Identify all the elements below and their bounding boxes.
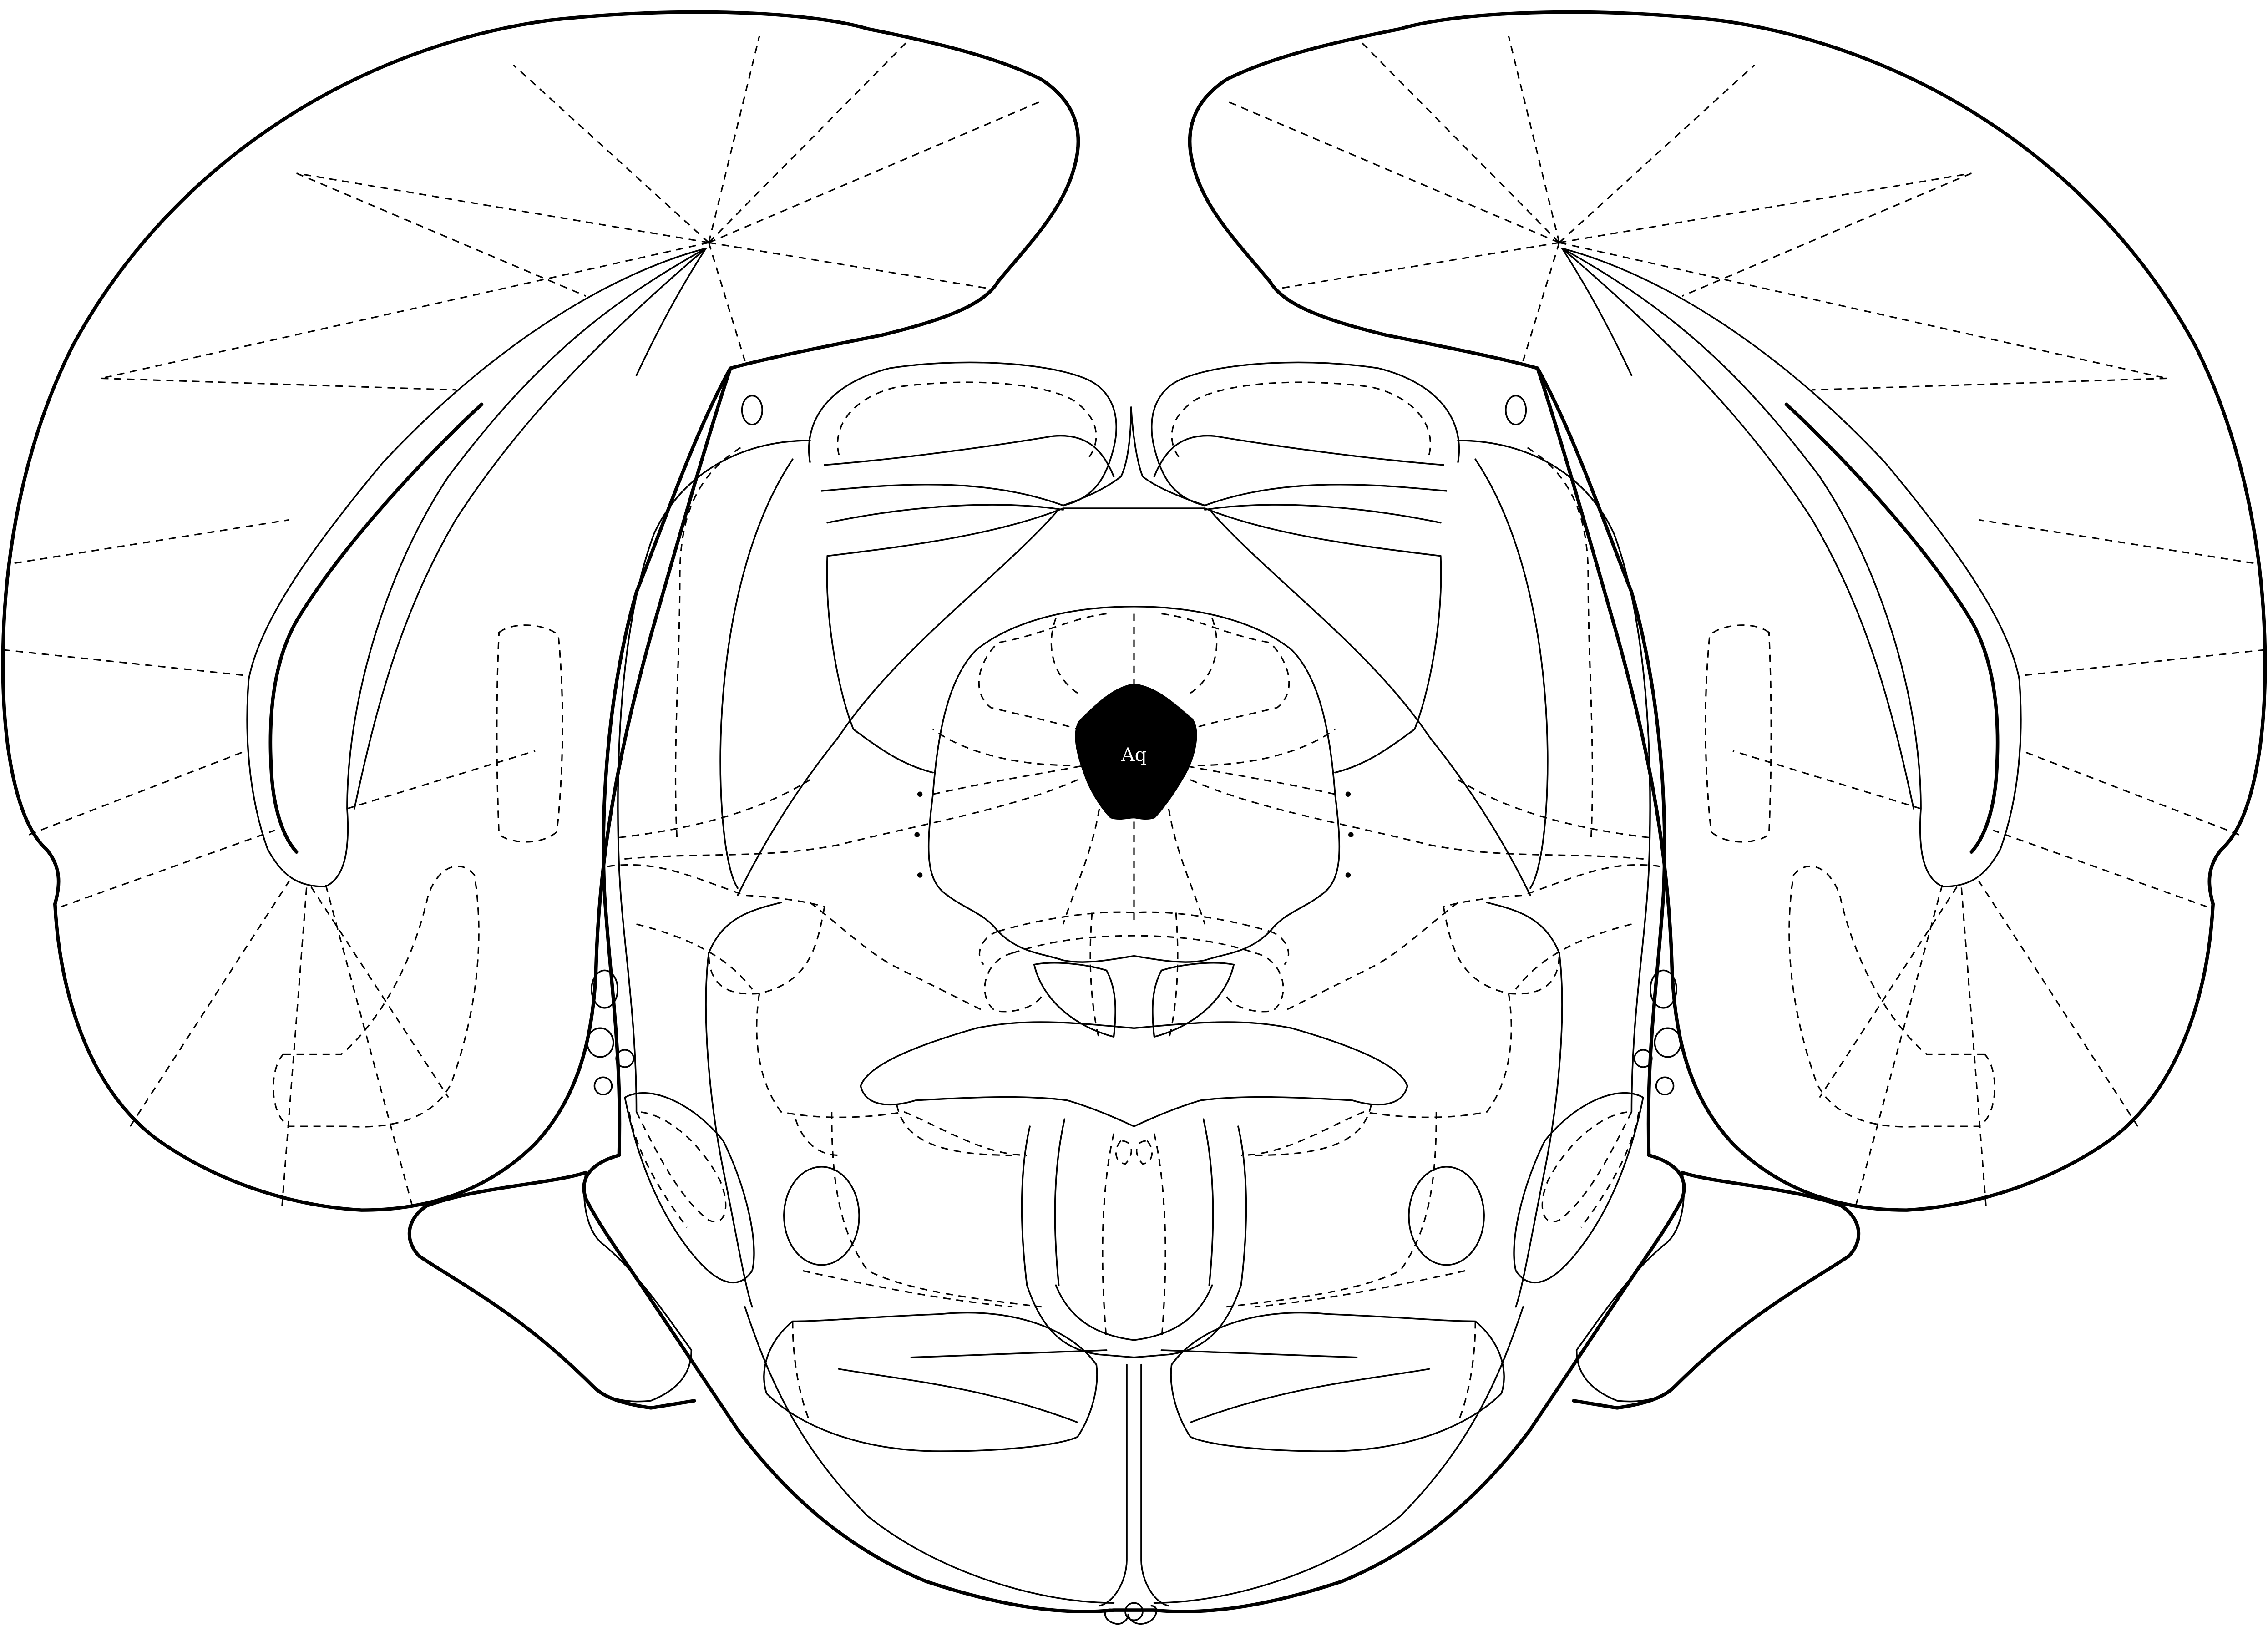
- right-dashed-region-1: [1706, 625, 1771, 842]
- right-fiber-tract-2: [1562, 248, 1632, 375]
- transverse-band: [861, 1022, 1407, 1126]
- right-pag-dash-2: [1190, 780, 1646, 860]
- left-lateral-column: [603, 368, 730, 1155]
- right-tectum-layers: [1205, 485, 1447, 556]
- right-lateral-oval-2: [1655, 1028, 1681, 1057]
- left-tectum-layers: [821, 485, 1063, 556]
- left-ventral-projection: [410, 1173, 694, 1408]
- pag-dot-right-2: [1348, 832, 1353, 837]
- pag-dot-left-1: [917, 792, 922, 797]
- right-tectum-diagonal: [1212, 512, 1530, 895]
- right-ventral-lobe-dash: [1256, 1271, 1475, 1422]
- pag-dot-left-2: [914, 832, 919, 837]
- left-lateral-dashed-band: [608, 780, 825, 1228]
- left-dashed-region-2: [273, 866, 479, 1127]
- left-lower-dashed-2: [757, 993, 1027, 1155]
- left-tectum-lobe-inner: [825, 436, 1114, 477]
- left-lateral-column-inner: [618, 441, 810, 1112]
- central-tract-inner: [1055, 1119, 1213, 1340]
- left-tectum-diagonal: [738, 512, 1056, 895]
- left-fiber-tract-2: [637, 248, 706, 375]
- transverse-band-dash: [795, 1104, 1371, 1155]
- left-ventral-lobe-dash: [793, 1271, 1012, 1422]
- right-lateral-lobe-outline: [1514, 1093, 1643, 1283]
- tectum-top-notch: [1063, 407, 1205, 506]
- aqueduct-label: Aq: [1121, 744, 1147, 765]
- right-lower-dashed-4: [1285, 902, 1458, 1011]
- left-radial-lines: [3, 36, 1041, 1206]
- left-ventral-lobe-inner: [839, 1350, 1107, 1423]
- left-pag-dash: [979, 614, 1106, 729]
- right-lower-structure-1: [1487, 902, 1562, 1307]
- left-fiber-tract-1: [354, 248, 706, 809]
- right-lateral-column-dash: [1528, 448, 1593, 838]
- right-cortex-outline: [1190, 12, 2265, 1210]
- left-tectum-lower: [827, 556, 933, 773]
- pag-dot-right-1: [1346, 792, 1351, 797]
- right-lateral-dot-2: [1656, 1077, 1673, 1094]
- right-lateral-column-line: [1475, 459, 1548, 888]
- right-dashed-region-2: [1789, 866, 1995, 1127]
- left-cortex-outline: [3, 12, 1078, 1210]
- right-lower-oval: [1409, 1167, 1484, 1265]
- brainstem-outline: [584, 1155, 1684, 1612]
- left-inner-cortex-boundary: [247, 248, 706, 887]
- right-hemisphere: [1152, 12, 2265, 1603]
- right-tectum-lobe: [1152, 362, 1459, 505]
- right-lateral-dashed-band: [1443, 780, 1660, 1228]
- right-ventral-projection: [1574, 1173, 1858, 1408]
- left-pag-dash-3: [933, 729, 1070, 765]
- pag-dot-right-3: [1346, 872, 1351, 877]
- right-tectum-lobe-inner: [1154, 436, 1444, 477]
- lower-midline-loops: [1034, 963, 1234, 1037]
- left-lower-dashed-4: [810, 902, 983, 1011]
- left-lateral-lobe-outline: [625, 1093, 754, 1283]
- left-small-oval-1: [742, 395, 763, 424]
- right-lower-dashed-3: [1226, 1112, 1436, 1307]
- left-lateral-oval-2: [587, 1028, 613, 1057]
- left-lower-oval: [784, 1167, 859, 1265]
- lower-midline-dashed-bulbs: [985, 953, 1283, 1012]
- right-ventral-projection-inner: [1577, 1173, 1684, 1402]
- left-ventral-projection-inner: [584, 1173, 692, 1402]
- left-lower-dashed-1: [709, 907, 825, 994]
- right-tectum-lobe-dash: [1172, 382, 1430, 459]
- right-fiber-tract-1: [1562, 248, 1914, 809]
- right-ventral-lobe-inner: [1161, 1350, 1429, 1423]
- lower-midline-dashed: [998, 912, 1270, 1039]
- right-inner-cortex-boundary: [1562, 248, 2021, 887]
- left-dashed-region-1: [497, 625, 562, 842]
- left-tectum-lobe-dash: [838, 382, 1096, 459]
- left-lower-structure-1: [706, 902, 781, 1307]
- right-tectum-lower: [1335, 556, 1441, 773]
- midline-seam: [1099, 1365, 1169, 1606]
- left-lateral-column-dash: [676, 448, 741, 838]
- central-tract-dashed: [1103, 1134, 1165, 1340]
- right-lateral-column: [1538, 368, 1665, 1155]
- right-small-oval-1: [1506, 395, 1526, 424]
- right-pag-dash-3: [1198, 729, 1335, 765]
- left-lateral-dot-2: [594, 1077, 612, 1094]
- right-lower-dashed-1: [1443, 907, 1559, 994]
- left-tectum-lobe: [809, 362, 1117, 505]
- left-lateral-column-line: [720, 459, 793, 888]
- left-pag-dash-2: [622, 780, 1078, 860]
- right-lateral-column-inner: [1458, 441, 1650, 1112]
- right-lower-dashed-2: [1241, 993, 1511, 1155]
- midline-structures: Aq: [584, 407, 1684, 1624]
- left-lower-dashed-3: [832, 1112, 1042, 1307]
- pag-dot-left-3: [917, 872, 922, 877]
- left-hemisphere: [3, 12, 1116, 1603]
- right-radial-lines: [1226, 36, 2265, 1206]
